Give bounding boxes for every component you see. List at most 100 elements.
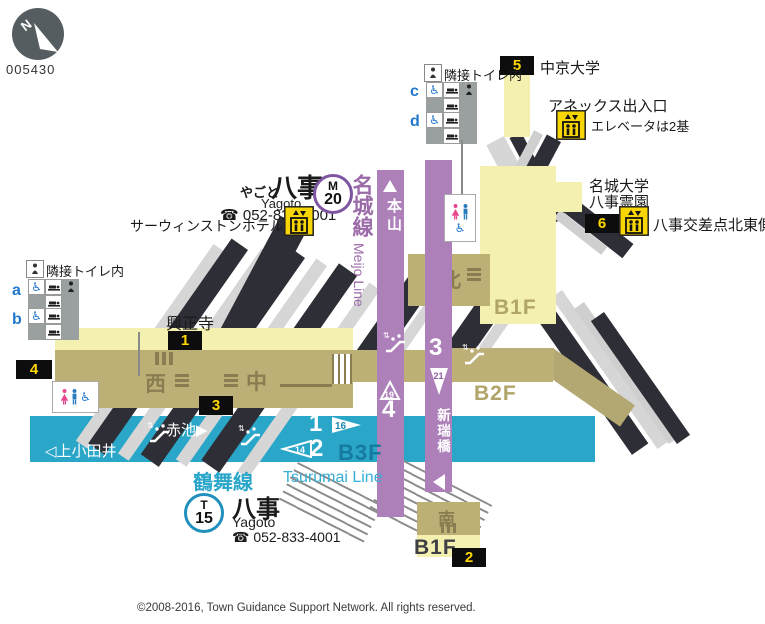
exit-2-badge: 2 <box>452 548 486 567</box>
blank-cell <box>460 112 477 128</box>
station-name-kana: やごと <box>240 185 280 200</box>
platform-2-number: 2 <box>310 435 324 462</box>
direction-aratamabashi-arrow-icon <box>433 474 445 490</box>
toilet-stall-c-icons: ♿ <box>426 82 477 114</box>
toilet-stall-b-letter: b <box>12 311 22 328</box>
svg-text:16: 16 <box>335 421 347 432</box>
floor-b1f-north-label: B1F <box>494 296 537 319</box>
toilet-note-icon <box>424 64 442 82</box>
svg-text:21: 21 <box>434 371 444 381</box>
landmark-meijo-univ: 名城大学 <box>589 178 650 195</box>
blank-cell <box>426 128 443 144</box>
svg-text:⇅: ⇅ <box>462 343 469 352</box>
north-concourse-yellow <box>480 166 556 324</box>
gate-middle-label: 中 <box>246 371 267 394</box>
blank-cell <box>62 308 79 324</box>
floor-b2f-label: B2F <box>474 382 517 405</box>
gate-rail <box>280 384 332 387</box>
care-bed-icon <box>443 98 460 114</box>
toilet-adjacent-note-top: 隣接トイレ内 <box>444 68 523 83</box>
ticket-gate-bars-icon <box>441 523 456 533</box>
blank-cell <box>460 128 477 144</box>
meijo-line-name: 名城線 <box>350 174 373 237</box>
leader-line <box>138 332 140 376</box>
leader-line <box>461 140 463 197</box>
exit-5-badge: 5 <box>500 56 534 75</box>
west-concourse-yellow <box>55 328 353 352</box>
toilet-stall-a-icons: ♿ <box>28 279 79 311</box>
wheelchair-icon: ♿ <box>80 390 91 404</box>
station-phone-tsurumai: ☎ 052-833-4001 <box>232 529 341 545</box>
care-bed-icon <box>443 128 460 144</box>
svg-text:19: 19 <box>384 390 394 400</box>
platform-1-number: 1 <box>309 410 323 437</box>
exit-1-badge: 1 <box>168 331 202 350</box>
annex-elevator-note: エレベータは2基 <box>591 119 690 134</box>
svg-text:14: 14 <box>295 445 305 455</box>
ticket-gate-bars-icon <box>224 374 238 389</box>
ticket-gate-bars-icon <box>467 268 481 283</box>
escalator-icon: ⇅ <box>383 331 405 353</box>
care-bed-icon <box>45 308 62 324</box>
north-concourse-yellow-arm <box>556 182 582 212</box>
ticket-gate-bars-icon <box>155 352 173 365</box>
baby-care-icon <box>460 82 477 98</box>
ticket-gate-bars-icon <box>175 374 189 389</box>
direction-aratamabashi-label: 新瑞橋 <box>435 408 450 455</box>
blank-cell <box>28 324 45 340</box>
tsurumai-line-symbol: T <box>200 498 208 512</box>
wheelchair-icon: ♿ <box>426 82 443 98</box>
exit-4-badge: 4 <box>16 360 52 379</box>
floor-b3f-label: B3F <box>338 440 383 465</box>
tsurumai-line-name-en: Tsurumai Line <box>283 469 383 486</box>
escalator-icon: ⇅ <box>147 421 169 443</box>
direction-motoyama-arrow-icon <box>383 180 397 192</box>
landmark-hotel: サーウィンストンホテル東側 <box>130 218 312 234</box>
exit-3-badge: 3 <box>199 396 233 415</box>
toilet-stall-b-icons: ♿ <box>28 308 79 340</box>
toilet-icon: ♿ <box>444 194 476 242</box>
wheelchair-icon: ♿ <box>426 112 443 128</box>
car-stop-flag-19: 19 <box>379 380 401 400</box>
compass-north-icon: N <box>12 8 64 60</box>
wheelchair-icon: ♿ <box>28 279 45 295</box>
care-bed-icon <box>45 324 62 340</box>
elevator-icon <box>284 206 314 236</box>
gate-west-label: 西 <box>145 373 166 396</box>
car-stop-flag-21: 21 <box>430 368 448 395</box>
meijo-line-name-en: Meijo Line <box>351 243 367 307</box>
blank-cell <box>62 324 79 340</box>
care-bed-icon <box>443 112 460 128</box>
platform-4-number: 4 <box>382 396 396 423</box>
baby-care-icon <box>62 279 79 295</box>
exit-6-badge: 6 <box>585 214 619 233</box>
svg-text:⇅: ⇅ <box>147 421 154 430</box>
toilet-stall-d-icons: ♿ <box>426 112 477 144</box>
car-stop-flag-16: 16 <box>332 417 361 433</box>
elevator-icon <box>556 110 586 140</box>
car-stop-flag-14: 14 <box>280 440 312 458</box>
copyright-text: ©2008-2016, Town Guidance Support Networ… <box>137 602 476 614</box>
stairs-icon <box>332 354 352 384</box>
tsurumai-station-number: 15 <box>195 510 213 527</box>
direction-kamiotai-label: ◁上小田井 <box>45 443 117 460</box>
platform-3-number: 3 <box>429 334 443 361</box>
toilet-icon: ♿ <box>52 381 99 413</box>
exit-6-label: 八事交差点北東側 <box>653 217 765 234</box>
escalator-icon: ⇅ <box>238 424 260 446</box>
care-bed-icon <box>45 279 62 295</box>
floor-b1f-south-label: B1F <box>414 536 457 559</box>
toilet-stall-d-letter: d <box>410 113 420 130</box>
exit-5-label: 中京大学 <box>540 60 601 77</box>
meijo-line-symbol: M <box>328 179 338 193</box>
direction-motoyama-label: 本山 <box>385 198 402 234</box>
care-bed-icon <box>443 82 460 98</box>
tsurumai-station-number-badge: T 15 <box>184 493 224 533</box>
toilet-adjacent-note-left: 隣接トイレ内 <box>46 264 125 279</box>
map-plate-id: 005430 <box>6 62 56 77</box>
toilet-stall-a-letter: a <box>12 282 21 299</box>
tsurumai-line-name: 鶴舞線 <box>193 472 253 494</box>
toilet-note-icon <box>26 260 44 278</box>
exit-5-column <box>504 75 530 137</box>
